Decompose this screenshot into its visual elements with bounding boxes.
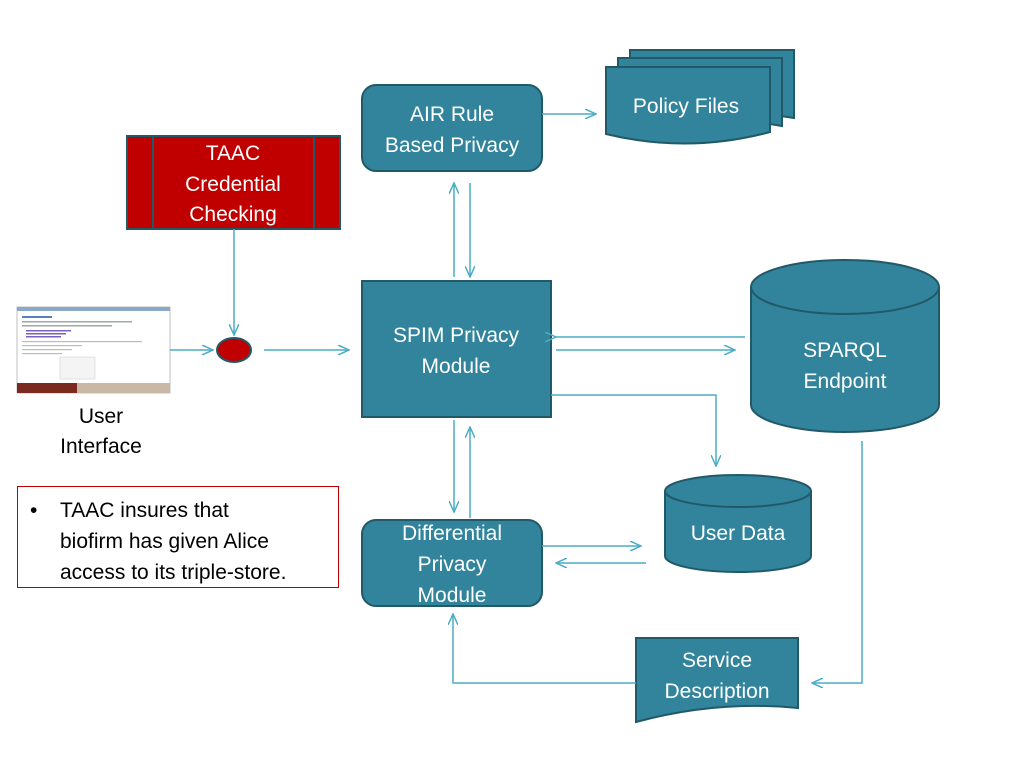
junction-point [216,337,252,363]
spim-label-line2: Module [422,355,491,378]
user-interface-label: User Interface [40,402,162,462]
arrow-spim-to-user-data [551,394,716,466]
connectors [170,114,863,684]
spim-label-line1: SPIM Privacy [393,324,520,347]
taac-note-line3: access to its triple-store. [60,561,287,584]
arrow-sparql-to-service-description [812,441,863,683]
sparql-endpoint-node: SPARQL Endpoint [750,259,940,433]
user-interface-label-line1: User [78,405,124,428]
bullet-icon: • [30,499,38,522]
taac-node: TAAC Credential Checking [126,135,341,230]
differential-label-line1: Differential [402,522,502,545]
taac-note-line1: TAAC insures that [60,499,229,522]
air-rule-label-line2: Based Privacy [385,134,520,157]
service-description-label-line1: Service [682,649,752,672]
arrow-service-description-to-differential [453,614,636,684]
sparql-label-line1: SPARQL [803,339,887,362]
taac-note-line2: biofirm has given Alice [60,530,269,553]
policy-files-label: Policy Files [633,95,739,118]
sparql-label-line2: Endpoint [804,370,887,393]
service-description-label-line2: Description [664,680,769,703]
taac-note-box: • TAAC insures that biofirm has given Al… [17,486,339,588]
taac-label-line1: TAAC [206,142,260,165]
differential-privacy-node: Differential Privacy Module [361,519,543,607]
air-rule-label-line1: AIR Rule [410,103,494,126]
taac-label-line3: Checking [189,203,277,226]
policy-files-node: Policy Files [605,49,795,145]
user-data-node: User Data [664,474,812,573]
user-interface-thumbnail [16,306,171,394]
air-rule-node: AIR Rule Based Privacy [361,84,543,172]
taac-note-list: • TAAC insures that biofirm has given Al… [18,487,338,588]
differential-label-line3: Module [418,584,487,607]
spim-node: SPIM Privacy Module [361,280,552,418]
taac-label-line2: Credential [185,173,281,196]
user-data-label: User Data [691,522,786,545]
taac-note-item: • TAAC insures that biofirm has given Al… [30,495,328,588]
service-description-node: Service Description [635,637,799,724]
differential-label-line2: Privacy [418,553,487,576]
user-interface-label-line2: Interface [60,435,142,458]
